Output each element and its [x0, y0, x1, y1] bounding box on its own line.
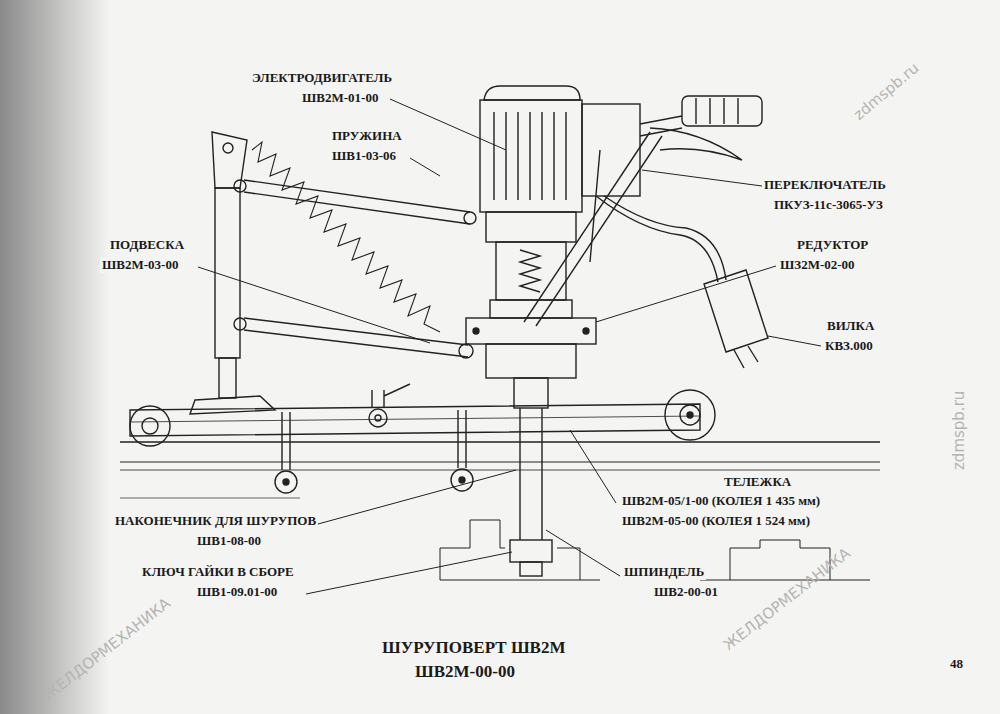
gear-reducer [466, 212, 596, 378]
part-label: НАКОНЕЧНИК ДЛЯ ШУРУПОВ [113, 513, 318, 529]
watermark: zdmspb.ru [850, 59, 922, 124]
rail-base [120, 498, 870, 580]
watermark: zdmspb.ru [950, 391, 968, 470]
part-label: ШВ2-00-01 [652, 584, 720, 600]
watermark: ЖЕЛДОРМЕХАНИКА [720, 544, 854, 654]
trolley-beam [130, 390, 715, 446]
suspension-post [212, 132, 247, 398]
drawing-title: ШВ2М-00-00 [413, 662, 517, 682]
spindle [510, 378, 552, 576]
part-label: ШВ2М-05-00 (КОЛЕЯ 1 524 мм) [620, 513, 812, 529]
rail-lines [120, 442, 880, 470]
part-label: ТЕЛЕЖКА [722, 474, 793, 490]
part-label: ЭЛЕКТРОДВИГАТЕЛЬ [250, 70, 394, 86]
part-label: ПОДВЕСКА [108, 237, 186, 253]
scan-shadow [0, 0, 110, 714]
part-label: ПЕРЕКЛЮЧАТЕЛЬ [762, 177, 888, 193]
spring-coil [252, 142, 440, 332]
watermark: ЖЕЛДОРМЕХАНИКА [40, 594, 174, 704]
part-label: ШВ1-09.01-00 [195, 584, 279, 600]
part-label: ШВ1-08-00 [195, 533, 263, 549]
handle-grip [640, 96, 762, 160]
cable-plug [596, 196, 768, 368]
part-label: ШВ2М-05/1-00 (КОЛЕЯ 1 435 мм) [620, 493, 822, 509]
part-label: ШВ2М-03-00 [100, 257, 180, 273]
lever-bar [524, 132, 662, 326]
part-label: КВЗ.000 [823, 338, 875, 354]
suspension-arms [244, 180, 476, 358]
part-label: 48 [948, 656, 965, 672]
part-label: ВИЛКА [825, 318, 876, 334]
part-label: ПКУЗ-11с-3065-УЗ [772, 197, 885, 213]
part-label: ШВ1-03-06 [330, 148, 398, 164]
part-label: ШЗ2М-02-00 [778, 257, 857, 273]
hook-rollers [275, 384, 473, 493]
part-label: КЛЮЧ ГАЙКИ В СБОРЕ [140, 564, 296, 580]
part-label: ПРУЖИНА [330, 128, 404, 144]
drawing-title: ШУРУПОВЕРТ ШВ2М [380, 638, 567, 658]
part-label: ШПИНДЕЛЬ [622, 564, 706, 580]
part-label: РЕДУКТОР [795, 237, 870, 253]
part-label: ШВ2М-01-00 [300, 90, 380, 106]
